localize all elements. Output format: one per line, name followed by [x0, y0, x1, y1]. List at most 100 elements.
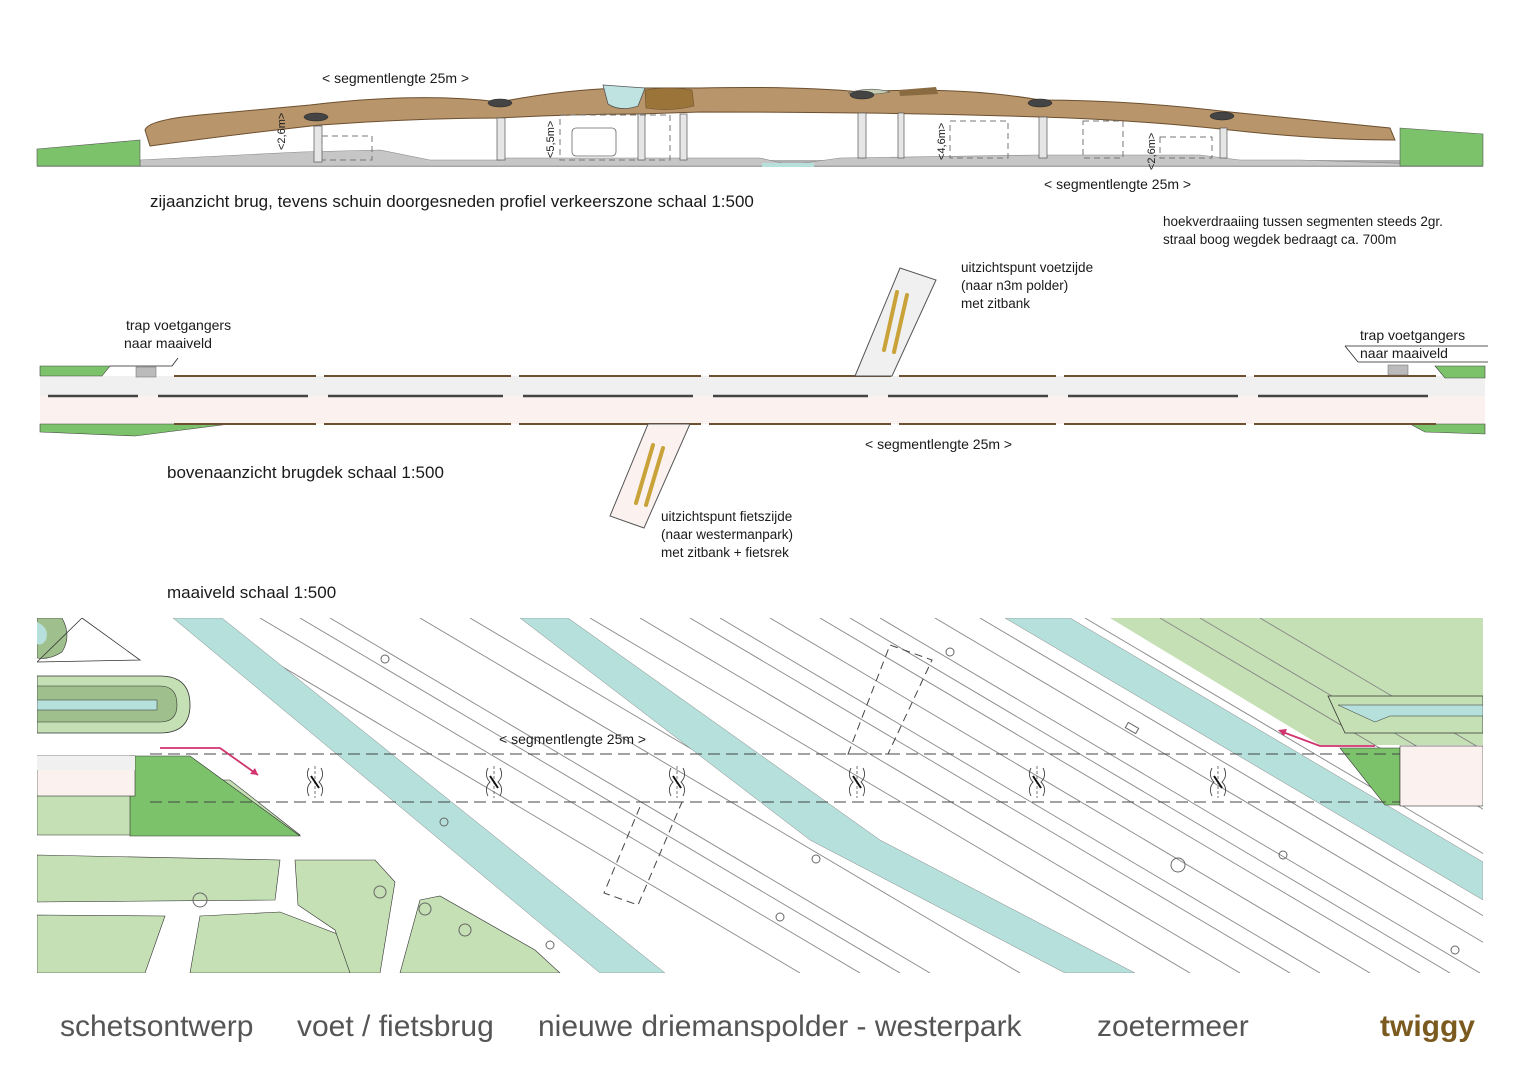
grass-top-left — [39, 365, 111, 377]
clearance-label-4: <2,6m> — [1146, 132, 1158, 170]
stairs-right-line2: naar maaiveld — [1360, 345, 1448, 361]
pier-symbol — [848, 767, 866, 797]
arrowhead-left — [250, 768, 258, 775]
leader-left — [110, 357, 179, 367]
road-line — [689, 618, 1291, 973]
pier-core — [1213, 775, 1223, 789]
stairs-left — [135, 366, 157, 378]
brand-logo: twiggy — [1380, 1010, 1475, 1043]
pier-symbol — [1209, 767, 1227, 797]
viewpoint-outline-foot — [847, 644, 933, 755]
ground-view-caption: maaiveld schaal 1:500 — [167, 583, 337, 602]
grass-bottom-right — [1409, 423, 1486, 435]
triangle-outline — [37, 618, 142, 663]
road-line — [259, 618, 861, 973]
arrowhead-right — [1278, 729, 1287, 736]
pier-core — [310, 775, 320, 789]
park-bottom-left-2 — [37, 854, 281, 903]
stairs-right — [1387, 364, 1409, 376]
clearance-label-3: <4,6m> — [936, 122, 948, 160]
road-line — [329, 618, 931, 973]
top-view-caption: bovenaanzicht brugdek schaal 1:500 — [167, 463, 444, 482]
pier-symbols — [306, 766, 1227, 798]
stairs-left-line2: naar maaiveld — [124, 335, 212, 351]
abutment-left-grass — [129, 755, 301, 837]
ground-terrain — [139, 149, 1484, 167]
park-bottom-left-3 — [37, 914, 166, 973]
clearance-label-1: <2,6m> — [276, 112, 288, 150]
pier-symbol — [485, 767, 503, 797]
road-line — [1199, 618, 1483, 786]
cyclepath-lane — [40, 396, 1485, 424]
bench-bike-1 — [634, 443, 655, 505]
viewpoint-outline-bike — [603, 801, 683, 906]
ground-segment-label: < segmentlengte 25m > — [499, 731, 647, 747]
piers — [313, 112, 1228, 163]
footer-bridge-type: voet / fietsbrug — [297, 1010, 494, 1043]
road-line — [589, 618, 1191, 973]
pier-core — [672, 775, 682, 789]
clearance-label-2: <5,5m> — [545, 120, 557, 158]
viewpoint-foot-line1: uitzichtspunt voetzijde — [961, 260, 1094, 275]
pier-symbol — [1028, 767, 1046, 797]
pier-symbol — [668, 767, 686, 797]
road-line — [934, 618, 1483, 943]
canal-1 — [172, 618, 666, 973]
viewpoint-foot-line3: met zitbank — [961, 296, 1031, 311]
viewpoint-arm-foot — [854, 267, 937, 377]
embankment-left — [36, 139, 141, 167]
canal-3 — [1004, 618, 1483, 901]
abutment-right-deck — [1399, 745, 1483, 807]
road-line — [979, 618, 1483, 917]
road-line — [419, 618, 1021, 973]
road-line — [719, 618, 1321, 973]
footer-location: nieuwe driemanspolder - westerpark — [538, 1010, 1022, 1043]
leader-right — [1344, 345, 1488, 363]
clearance-boxes — [321, 114, 1213, 161]
pier-core — [489, 775, 499, 789]
viewpoint-glass — [602, 84, 646, 109]
stairs-left-line1: trap voetgangers — [126, 317, 232, 333]
note-angle: hoekverdraaiing tussen segmenten steeds … — [1163, 214, 1443, 229]
vehicle-outline — [571, 127, 617, 157]
ground-plan — [37, 618, 1483, 973]
viewpoint-bike-line2: (naar westermanpark) — [661, 527, 794, 542]
side-view-caption: zijaanzicht brug, tevens schuin doorgesn… — [150, 192, 754, 211]
stairs-right-line1: trap voetgangers — [1360, 327, 1466, 343]
road-line — [849, 618, 1451, 973]
bench-marker — [1124, 721, 1140, 735]
road-line — [819, 618, 1421, 973]
road-line — [639, 618, 1241, 973]
road-line — [299, 618, 901, 973]
viewpoint-bench — [644, 87, 695, 110]
route-arrow-left — [160, 747, 259, 776]
viewpoint-arm-bike — [609, 423, 691, 529]
park-bottom-left-6 — [399, 895, 561, 973]
bridge-deck — [144, 87, 1396, 147]
viewpoint-2-bench — [899, 87, 938, 96]
pond-left — [37, 699, 158, 711]
footpath-lane — [40, 376, 1485, 396]
grass-top-right — [1434, 365, 1486, 379]
water-channel — [762, 163, 814, 167]
viewpoint-bike-line1: uitzichtspunt fietszijde — [661, 509, 793, 524]
bench-foot-2 — [892, 293, 909, 354]
pier-core — [1032, 775, 1042, 789]
side-view-elevation — [36, 84, 1484, 167]
bench-foot-1 — [882, 290, 899, 352]
top-view-deck — [39, 267, 1488, 529]
trees — [192, 647, 1460, 955]
footer-city: zoetermeer — [1097, 1010, 1249, 1043]
viewpoint-foot-line2: (naar n3m polder) — [961, 278, 1069, 293]
viewpoint-bike-line3: met zitbank + fietsrek — [661, 545, 789, 560]
pier-joints — [303, 90, 1235, 122]
pier-core — [852, 775, 862, 789]
bench-bike-2 — [644, 446, 665, 507]
canal-2 — [519, 618, 1136, 973]
deck-edges — [48, 375, 1436, 425]
grass-bottom-left — [39, 423, 231, 437]
footer-project-type: schetsontwerp — [60, 1010, 254, 1043]
note-radius: straal boog wegdek bedraagt ca. 700m — [1163, 232, 1397, 247]
road-line — [1259, 618, 1483, 751]
